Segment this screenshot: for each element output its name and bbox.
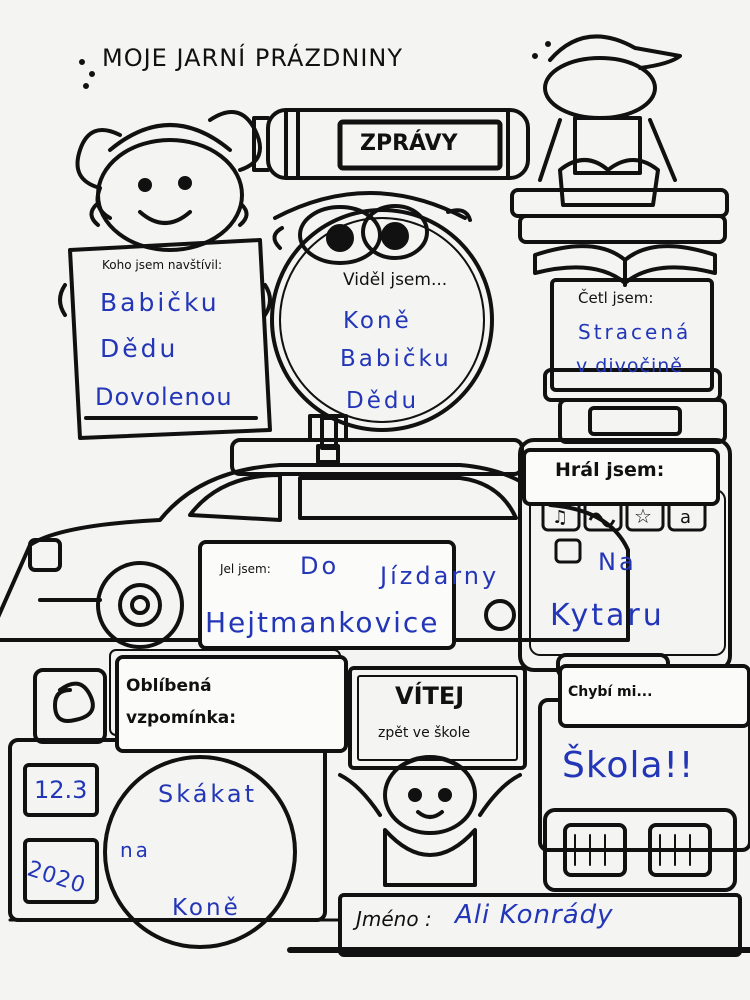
eyes-illustration [272,191,472,265]
welcome-subtitle: zpět ve škole [378,725,471,741]
saw-answer-1: Koně [343,308,412,334]
read-answer-2: v divočině [576,355,683,377]
car-illustration [0,463,630,649]
read-label: Četl jsem: [578,289,654,307]
visited-answer-3: Dovolenou [95,383,233,411]
rode-label: Jel jsem: [220,562,271,576]
svg-text:☆: ☆ [634,504,652,528]
boy-on-books-illustration [510,34,729,244]
missed-radio-illustration [538,698,750,892]
visited-sign-frame [58,238,272,440]
name-bar-frame [338,893,742,957]
memory-label-line1: Oblíbená [126,676,212,696]
played-label: Hrál jsem: [555,459,665,481]
name-answer: Ali Konrády [455,900,614,930]
circle-stand [320,416,338,450]
memory-date-day: 12.3 [34,776,88,804]
news-label-box [337,119,503,171]
memory-answer-3: Koně [172,895,241,921]
girl-illustration [75,110,262,252]
played-label-box [522,448,720,506]
svg-text:a: a [680,507,691,528]
welcome-sign-frame [338,666,527,887]
visited-answer-2: Dědu [100,334,179,363]
read-books-illustration [543,278,727,444]
saw-answer-3: Dědu [346,388,420,414]
read-answer-1: Stracená [578,320,692,344]
news-label: ZPRÁVY [360,131,458,156]
welcome-title: VÍTEJ [395,682,465,710]
memory-answer-2: na [120,838,151,862]
rode-answer-3: Hejtmankovice [205,606,440,639]
missed-answer: Škola!! [562,745,695,786]
memory-label-line2: vzpomínka: [126,708,237,728]
visited-answer-1: Babičku [100,288,220,317]
missed-label: Chybí mi... [568,684,653,700]
played-answer-1: Na [598,548,637,576]
visited-label: Koho jsem navštívil: [102,258,223,272]
missed-label-box [558,664,750,728]
book-illustration [252,108,530,180]
memory-answer-1: Skákat [158,780,258,808]
title-dots [79,41,551,89]
rode-label-box [198,540,456,650]
svg-text:♫: ♫ [552,507,568,528]
name-label: Jméno : [356,907,432,931]
seen-circle-frame [270,208,494,432]
played-answer-2: Kytaru [550,598,665,633]
saw-label: Viděl jsem... [343,270,448,290]
page-title: MOJE JARNÍ PRÁZDNINY [102,44,404,72]
rode-answer-1: Do [300,552,340,580]
saw-answer-2: Babičku [340,346,452,372]
memory-label-box [115,655,348,753]
rode-answer-2: Jízdarny [380,562,500,590]
